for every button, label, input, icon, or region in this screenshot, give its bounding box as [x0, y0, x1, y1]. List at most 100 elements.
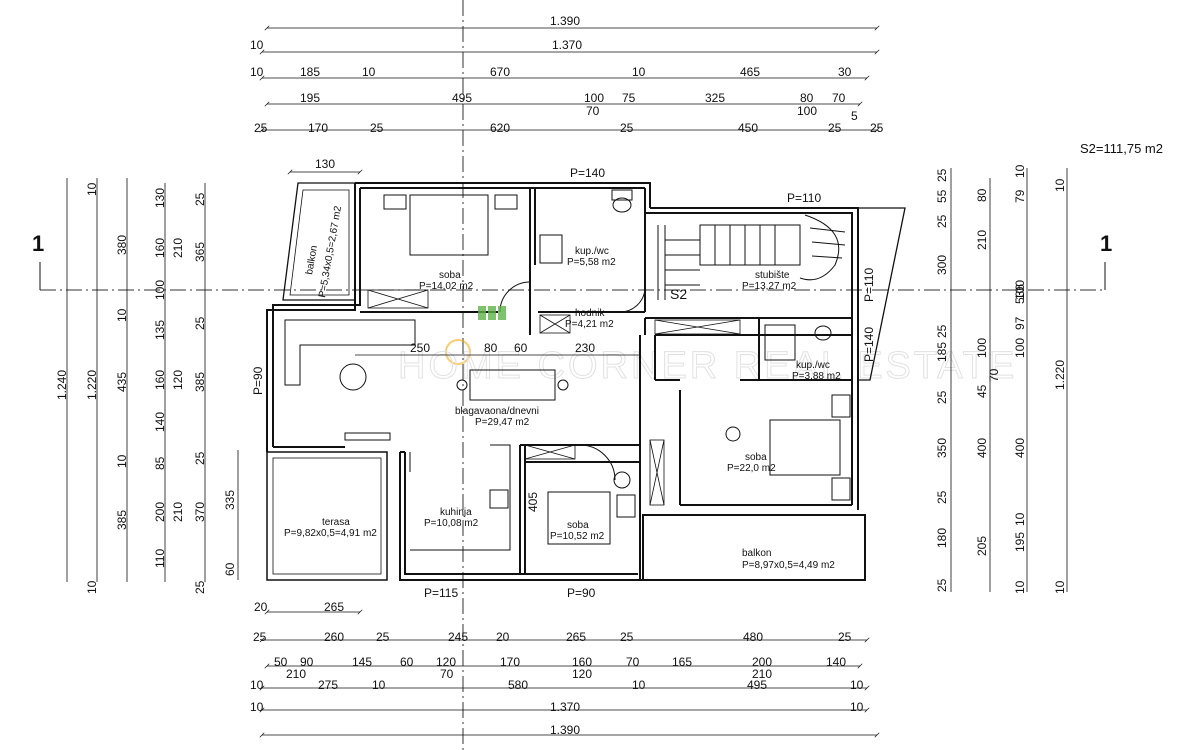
bot-dim-r3-1: 10 [250, 678, 264, 692]
bot-dim-r2-1: 50 [274, 655, 288, 669]
bot-dim-r0-1: 20 [254, 600, 268, 614]
left-c7-1: 60 [223, 562, 237, 576]
right-c1-11: 25 [935, 578, 949, 592]
top-dim-r4-4: 75 [622, 91, 636, 105]
bot-dim-r3-3: 10 [372, 678, 386, 692]
top-dim-r2-a: 10 [250, 38, 264, 52]
top-dim-r5-5: 25 [620, 121, 634, 135]
room-dnevni-name: blagavaona/dnevni [455, 406, 539, 417]
bot-dim-r3-4: 580 [508, 678, 528, 692]
left-c4-8: 200 [153, 502, 167, 522]
right-c2-6: 400 [975, 438, 989, 458]
right-c4-2: 536 [1013, 284, 1027, 304]
right-c3-1: 10 [1013, 164, 1027, 178]
room-soba1-name: soba [439, 270, 461, 281]
total-area-label: S2=111,75 m2 [1080, 141, 1163, 156]
right-c1-1: 25 [935, 168, 949, 182]
bottom-dimensions: 20 265 25 260 25 245 20 265 25 480 25 50… [250, 600, 864, 737]
left-c1: 1.240 [55, 370, 69, 400]
room-kup1-name: kup./wc [575, 246, 609, 257]
right-dimensions: 25 55 25 300 25 185 25 350 25 180 25 80 … [935, 164, 1067, 594]
bot-dim-r3-5: 10 [632, 678, 646, 692]
interior-dim-2: 80 [484, 341, 498, 355]
right-c2-5: 45 [975, 384, 989, 398]
left-c4-5: 160 [153, 370, 167, 390]
opening-bottom2: P=90 [567, 586, 596, 600]
room-kup1-area: P=5,58 m2 [567, 257, 616, 268]
left-c3-5: 10 [115, 454, 129, 468]
right-c3-2: 79 [1013, 189, 1027, 203]
top-dim-r4-sub-1: 70 [586, 104, 600, 118]
room-soba1-area: P=14,02 m2 [419, 281, 474, 292]
left-c3-2: 380 [115, 235, 129, 255]
bot-dim-r3-6: 495 [747, 678, 767, 692]
left-c4-9: 110 [153, 549, 167, 568]
watermark-text: HOME CORNER REAL ESTATE [398, 345, 1017, 387]
left-c5-3: 210 [171, 502, 185, 522]
left-c6-4: 385 [193, 372, 207, 392]
bot-dim-r2-11: 140 [826, 655, 846, 669]
left-c4-7: 85 [153, 456, 167, 470]
top-dim-r5-1: 25 [254, 121, 268, 135]
top-dim-r4-6: 80 [800, 91, 814, 105]
bot-dim-r1-3: 25 [376, 630, 390, 644]
top-dimension-lines [259, 25, 880, 175]
bot-dim-r2-3: 145 [352, 655, 372, 669]
top-dim-r5-7: 25 [828, 121, 842, 135]
bot-dim-r2-sub-1: 210 [286, 667, 306, 681]
top-dim-r3-1: 10 [250, 65, 264, 79]
walls [266, 182, 906, 581]
room-soba2-area: P=22,0 m2 [727, 463, 776, 474]
right-c2-2: 210 [975, 230, 989, 250]
right-c2-4: 70 [987, 368, 1001, 382]
bot-dim-r1-8: 480 [743, 630, 763, 644]
bot-dim-r1-7: 25 [620, 630, 634, 644]
bot-dim-r4-1: 10 [250, 700, 264, 714]
bot-dim-r4-3: 10 [850, 700, 864, 714]
left-c6-2: 365 [193, 242, 207, 262]
top-dim-r4-7: 70 [832, 91, 846, 105]
interior-dim-1: 250 [410, 341, 430, 355]
bot-dim-r2-9: 165 [672, 655, 692, 669]
top-dimensions: 1.390 10 1.370 10 185 10 670 10 465 30 1… [250, 14, 884, 171]
opening-bottom1: P=115 [424, 586, 458, 600]
bot-dim-r0-2: 265 [324, 600, 344, 614]
left-c3-3: 10 [115, 308, 129, 322]
top-dim-r3-4: 670 [490, 65, 510, 79]
right-dimension-lines [950, 168, 1068, 592]
top-dim-total: 1.390 [550, 14, 580, 28]
right-c4-4: 10 [1053, 580, 1067, 594]
right-c4-3: 1.220 [1053, 360, 1067, 390]
top-dim-r6: 130 [315, 157, 335, 171]
top-dim-r5-6: 450 [738, 121, 758, 135]
left-c2: 1.220 [85, 370, 99, 400]
room-balkon-s-area: P=8,97x0,5=4,49 m2 [742, 560, 835, 571]
top-dim-r3-3: 10 [362, 65, 376, 79]
left-c6-3: 25 [193, 316, 207, 330]
room-terasa-name: terasa [322, 517, 350, 528]
bot-dim-r2-sub-2: 70 [440, 667, 454, 681]
right-c3-6: 400 [1013, 438, 1027, 458]
plants [478, 306, 506, 320]
left-dimensions: 1.240 1.220 10 380 10 435 10 385 10 130 … [55, 182, 237, 594]
opening-top1: P=140 [570, 166, 605, 180]
bot-dim-r4-2: 1.370 [550, 700, 580, 714]
bot-dim-r1-5: 20 [496, 630, 510, 644]
furniture [284, 189, 851, 551]
opening-labels: P=140 P=110 P=90 P=110 P=140 P=115 P=90 [251, 166, 876, 600]
right-c2-7: 205 [975, 536, 989, 556]
left-dimension-lines [66, 178, 206, 582]
right-c1-9: 25 [935, 490, 949, 504]
left-c6-7: 25 [193, 580, 207, 594]
left-c3-6: 385 [115, 510, 129, 530]
right-c3-5: 100 [1013, 338, 1027, 358]
right-c1-10: 180 [935, 528, 949, 548]
bot-dim-r1-1: 25 [253, 630, 267, 644]
left-c5-2: 120 [171, 370, 185, 390]
bot-dim-r2-7: 160 [572, 655, 592, 669]
top-dim-r4-sub-3: 5 [851, 109, 858, 123]
room-balkon-w-name: balkon [304, 245, 320, 276]
right-c1-7: 25 [935, 390, 949, 404]
right-c2-1: 80 [975, 188, 989, 202]
